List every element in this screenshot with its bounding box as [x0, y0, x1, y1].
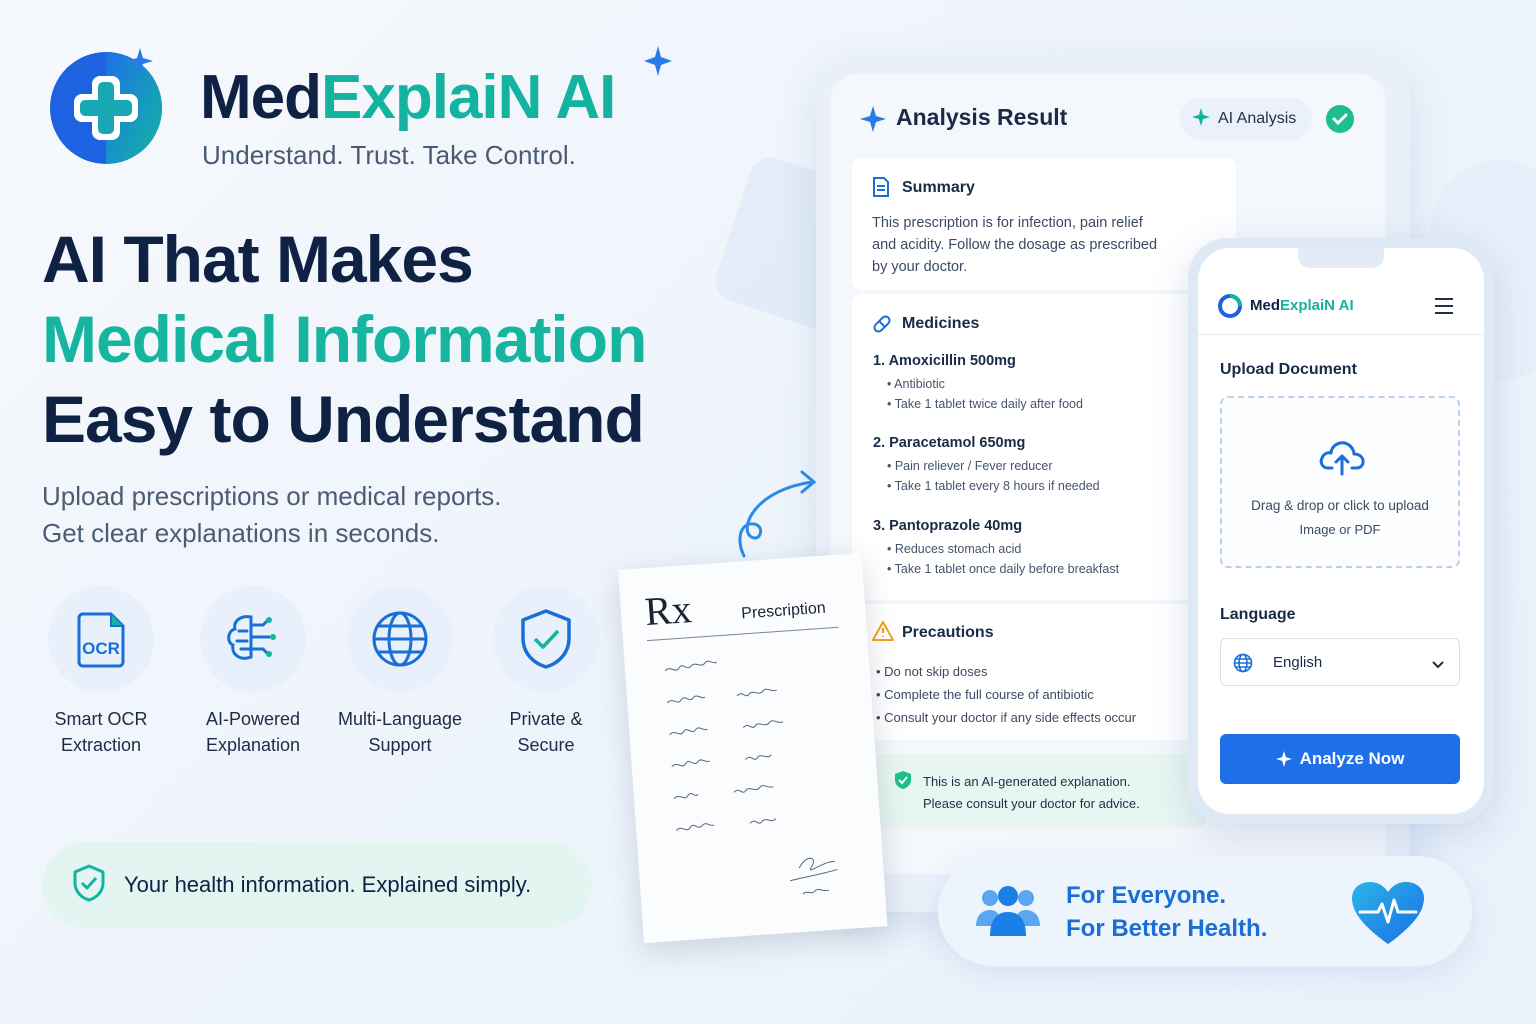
- summary-panel: [852, 158, 1236, 290]
- sparkle-icon: [644, 46, 672, 81]
- hero-headline-line1: AI That Makes: [42, 222, 474, 296]
- ai-analysis-badge: AI Analysis: [1180, 98, 1312, 140]
- hero-headline-line3: Easy to Understand: [42, 382, 645, 456]
- hero-subtitle-line1: Upload prescriptions or medical reports.: [42, 481, 502, 511]
- banner-text: Your health information. Explained simpl…: [124, 872, 532, 897]
- ai-disclaimer: [876, 754, 1206, 828]
- globe-icon: [347, 586, 453, 692]
- pill-capsule-icon: [872, 314, 892, 339]
- button-label: Analyze Now: [1299, 749, 1405, 768]
- dropzone-subtext: Image or PDF: [1299, 522, 1381, 537]
- feature-label: AI-Powered: [205, 709, 301, 729]
- list-item: • Complete the full course of antibiotic: [876, 687, 1094, 702]
- health-info-banner: Your health information. Explained simpl…: [42, 842, 592, 928]
- ocr-icon: OCR: [48, 586, 154, 692]
- hero-headline-line2: Medical Information: [42, 302, 647, 376]
- precautions-list: • Do not skip doses • Complete the full …: [876, 660, 1136, 729]
- feature-label: Explanation: [205, 735, 301, 755]
- disclaimer-text: This is an AI-generated explanation.Plea…: [923, 774, 1140, 811]
- globe-icon: [1233, 653, 1253, 678]
- brain-circuit-icon: [200, 586, 306, 692]
- precautions-panel: [852, 604, 1196, 740]
- medicine-item: 1. Amoxicillin 500mg • Antibiotic • Take…: [873, 353, 1083, 411]
- users-group-icon: [976, 884, 1040, 943]
- language-label: Language: [1220, 606, 1296, 623]
- medicines-title: Medicines: [902, 315, 980, 332]
- feature-label: Private &: [509, 709, 583, 729]
- cloud-upload-icon: [1318, 436, 1366, 481]
- list-item: • Consult your doctor if any side effect…: [876, 710, 1137, 725]
- divider: [1198, 334, 1484, 335]
- list-item: • Do not skip doses: [876, 664, 988, 679]
- sparkle-icon: [1192, 107, 1210, 131]
- language-value: English: [1273, 654, 1323, 671]
- sparkle-icon: [1275, 751, 1292, 767]
- upload-title: Upload Document: [1220, 361, 1357, 378]
- shield-check-icon: [894, 770, 912, 795]
- precautions-title: Precautions: [902, 624, 994, 641]
- prescription-title: Prescription: [740, 599, 827, 623]
- feature-label: Support: [368, 735, 432, 755]
- medicines-panel: [852, 294, 1196, 600]
- feature-label: Smart OCR: [54, 709, 148, 729]
- rx-symbol: Rx: [643, 586, 694, 635]
- analysis-title: Analysis Result: [896, 104, 1068, 130]
- phone-notch: [1298, 248, 1384, 268]
- brand-logo: [44, 46, 168, 164]
- hamburger-menu-icon[interactable]: [1434, 297, 1454, 320]
- upload-dropzone[interactable]: Drag & drop or click to upload Image or …: [1220, 396, 1460, 568]
- badge-label: AI Analysis: [1218, 110, 1297, 127]
- summary-text: This prescription is for infection, pain…: [872, 215, 1158, 275]
- medicine-item: 2. Paracetamol 650mg • Pain reliever / F…: [873, 435, 1100, 493]
- warning-icon: [872, 621, 894, 646]
- analyze-now-button[interactable]: Analyze Now: [1220, 734, 1460, 784]
- hero-subtitle-line2: Get clear explanations in seconds.: [42, 518, 440, 548]
- svg-text:OCR: OCR: [82, 639, 120, 658]
- for-everyone-line1: For Everyone.: [1066, 882, 1227, 909]
- brand-logo-small: [1218, 294, 1242, 323]
- phone-brand-name: MedExplaiN AI: [1250, 297, 1354, 314]
- brand-tagline: Understand. Trust. Take Control.: [202, 140, 576, 170]
- prescription-paper: Rx Prescription: [618, 552, 888, 944]
- dropzone-text: Drag & drop or click to upload: [1251, 498, 1429, 513]
- for-everyone-line2: For Better Health.: [1066, 915, 1268, 942]
- medicine-item: 3. Pantoprazole 40mg • Reduces stomach a…: [873, 518, 1120, 576]
- shield-check-icon: [72, 864, 106, 907]
- language-select[interactable]: English: [1220, 638, 1460, 686]
- chevron-down-icon: [1431, 657, 1445, 675]
- feature-label: Extraction: [60, 735, 142, 755]
- feature-ocr: OCR Smart OCR Extraction: [26, 586, 176, 758]
- summary-title: Summary: [902, 179, 975, 196]
- heart-pulse-icon: [1350, 880, 1426, 951]
- curved-arrow-icon: [732, 460, 824, 565]
- feature-private-secure: Private & Secure: [471, 586, 621, 758]
- document-icon: [872, 177, 890, 202]
- brand-name: MedExplaiN AI: [200, 63, 616, 132]
- sparkle-icon: [860, 106, 886, 137]
- handwriting-scribble: [664, 660, 838, 895]
- feature-label: Secure: [517, 735, 575, 755]
- check-icon: [1326, 105, 1354, 133]
- shield-check-icon: [493, 586, 599, 692]
- feature-label: Multi-Language: [337, 709, 463, 729]
